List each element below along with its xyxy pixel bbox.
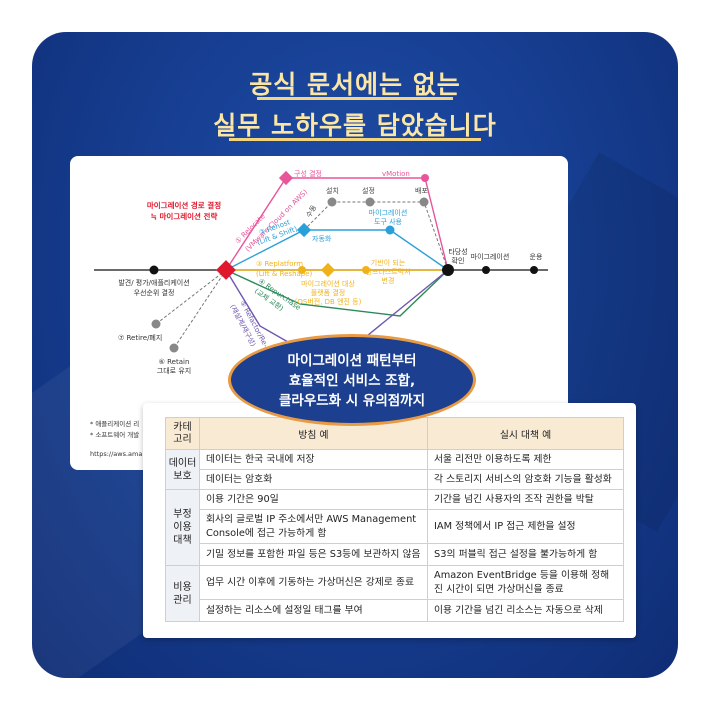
decision-label: 마이그레이션 경로 결정 xyxy=(147,200,221,210)
migration-label: 마이그레이션 xyxy=(471,252,510,261)
retain-label: ⑥ Retain xyxy=(159,358,190,366)
setting-node xyxy=(365,197,375,207)
target-node xyxy=(320,262,336,278)
operation-label: 운용 xyxy=(530,253,543,261)
validity-node xyxy=(442,264,454,276)
headline-line-2: 실무 노하우를 담았습니다 xyxy=(213,111,497,140)
config-label: 구성 결정 xyxy=(294,169,322,178)
vmotion-node xyxy=(421,174,429,182)
retain-label: 그대로 유지 xyxy=(157,366,191,375)
retain-node xyxy=(169,343,179,353)
measure-cell: IAM 정책에서 IP 접근 제한을 설정 xyxy=(427,509,624,544)
category-cell: 부정 이용 대책 xyxy=(165,489,200,566)
category-cell: 데이터 보호 xyxy=(165,449,200,490)
discovery-label: 발견/ 평가/애플리케이션 xyxy=(118,278,189,287)
headline-line-1: 공식 문서에는 없는 xyxy=(249,70,461,99)
table-row: 설정하는 리소스에 설정일 태그를 부여 이용 기간을 넘긴 리소스는 자동으로… xyxy=(166,599,624,622)
validity-label: 확인 xyxy=(452,256,465,265)
table-row: 데이터 보호 데이터는 한국 국내에 저장 서울 리전만 이용하도록 제한 xyxy=(165,449,624,490)
headline-underline xyxy=(229,138,481,141)
policy-cell: 데이터는 한국 국내에 저장 xyxy=(199,449,428,470)
setting-label: 설정 xyxy=(362,186,375,195)
policy-cell: 이용 기간은 90일 xyxy=(199,489,428,510)
retire-node xyxy=(151,319,161,329)
policy-cell: 데이터는 암호화 xyxy=(199,469,428,490)
measure-cell: 서울 리전만 이용하도록 제한 xyxy=(427,449,624,470)
manual-label: 수동 xyxy=(305,203,319,219)
install-node xyxy=(327,197,337,207)
infra-label: 기반이 되는 xyxy=(371,258,406,267)
header-measure: 실시 대책 예 xyxy=(427,417,624,450)
tools-node xyxy=(385,225,395,235)
retire-label: ⑦ Retire/폐지 xyxy=(118,333,162,342)
measure-cell: 이용 기간을 넘긴 리소스는 자동으로 삭제 xyxy=(427,599,624,622)
tools-label: 마이그레이션 xyxy=(369,208,408,217)
automation-label: 자동화 xyxy=(312,234,332,243)
replatform-label: (Lift & Reshape) xyxy=(256,270,313,278)
deploy-node xyxy=(419,197,429,207)
header-category-text: 카테 고리 xyxy=(173,421,192,445)
callout-line: 마이그레이션 패턴부터 xyxy=(287,353,417,369)
measure-cell: Amazon EventBridge 등을 이용해 정해진 시간이 되면 가상머… xyxy=(427,565,624,600)
operation-node xyxy=(530,266,538,274)
infra-label: 인프라스트럭처 xyxy=(365,267,410,276)
target-label: 플랫폼 결정 xyxy=(311,288,345,297)
policy-table: 카테 고리 방침 예 실시 대책 예 데이터 보호 데이터는 한국 국내에 저장… xyxy=(165,417,624,622)
table-row: 기밀 정보를 포함한 파일 등은 S3등에 보관하지 않음 S3의 퍼블릭 접근… xyxy=(166,543,624,566)
deploy-label: 배포 xyxy=(415,186,428,195)
footnote: * 애플리케이션 리 xyxy=(90,419,139,428)
callout-line: 효율적인 서비스 조합, xyxy=(288,373,416,389)
measure-cell: 기간을 넘긴 사용자의 조작 권한을 박탈 xyxy=(427,489,624,510)
headline-underline xyxy=(257,97,453,100)
table-row: 비용 관리 업무 시간 이후에 기동하는 가상머신은 강제로 종료 Amazon… xyxy=(165,565,624,622)
vmotion-label: vMotion xyxy=(382,170,410,178)
infra-node xyxy=(362,266,370,274)
tools-label: 도구 사용 xyxy=(374,217,403,226)
relocate-node xyxy=(278,170,294,186)
policy-cell: 설정하는 리소스에 설정일 태그를 부여 xyxy=(199,599,428,622)
policy-cell: 회사의 글로벌 IP 주소에서만 AWS Management Console에… xyxy=(199,509,428,544)
migration-node xyxy=(482,266,490,274)
validity-label: 타당성 xyxy=(448,247,467,256)
infra-label: 변경 xyxy=(382,276,395,285)
replatform-label: ③ Replatform xyxy=(256,260,303,268)
table-row: 회사의 글로벌 IP 주소에서만 AWS Management Console에… xyxy=(166,509,624,544)
policy-table-card: 카테 고리 방침 예 실시 대책 예 데이터 보호 데이터는 한국 국내에 저장… xyxy=(143,403,636,638)
decision-node xyxy=(216,260,236,280)
target-label: 마이그레이션 대상 xyxy=(301,279,355,288)
target-label: (OS버전, DB 엔진 등) xyxy=(295,297,362,306)
discovery-node xyxy=(149,265,159,275)
decision-label: ≒ 마이그레이션 전략 xyxy=(151,211,218,221)
source-url: https://aws.ama xyxy=(90,450,142,458)
callout-bubble: 마이그레이션 패턴부터 효율적인 서비스 조합, 클라우드화 시 유의점까지 xyxy=(228,334,476,426)
category-cell: 비용 관리 xyxy=(165,565,200,622)
table-row: 데이터는 암호화 각 스토리지 서비스의 암호화 기능을 활성화 xyxy=(166,469,624,490)
install-label: 설치 xyxy=(326,186,339,195)
measure-cell: S3의 퍼블릭 접근 설정을 불가능하게 함 xyxy=(427,543,624,566)
footnote: * 소프트웨어 개발 xyxy=(90,430,139,439)
policy-cell: 업무 시간 이후에 기동하는 가상머신은 강제로 종료 xyxy=(199,565,428,600)
header-category: 카테 고리 xyxy=(165,417,200,450)
callout-line: 클라우드화 시 유의점까지 xyxy=(278,393,426,409)
rehost-node xyxy=(296,222,312,238)
table-row: 부정 이용 대책 이용 기간은 90일 기간을 넘긴 사용자의 조작 권한을 박… xyxy=(165,489,624,566)
policy-cell: 기밀 정보를 포함한 파일 등은 S3등에 보관하지 않음 xyxy=(199,543,428,566)
replatform-node xyxy=(298,266,306,274)
discovery-label: 우선순위 결정 xyxy=(134,288,175,297)
measure-cell: 각 스토리지 서비스의 암호화 기능을 활성화 xyxy=(427,469,624,490)
